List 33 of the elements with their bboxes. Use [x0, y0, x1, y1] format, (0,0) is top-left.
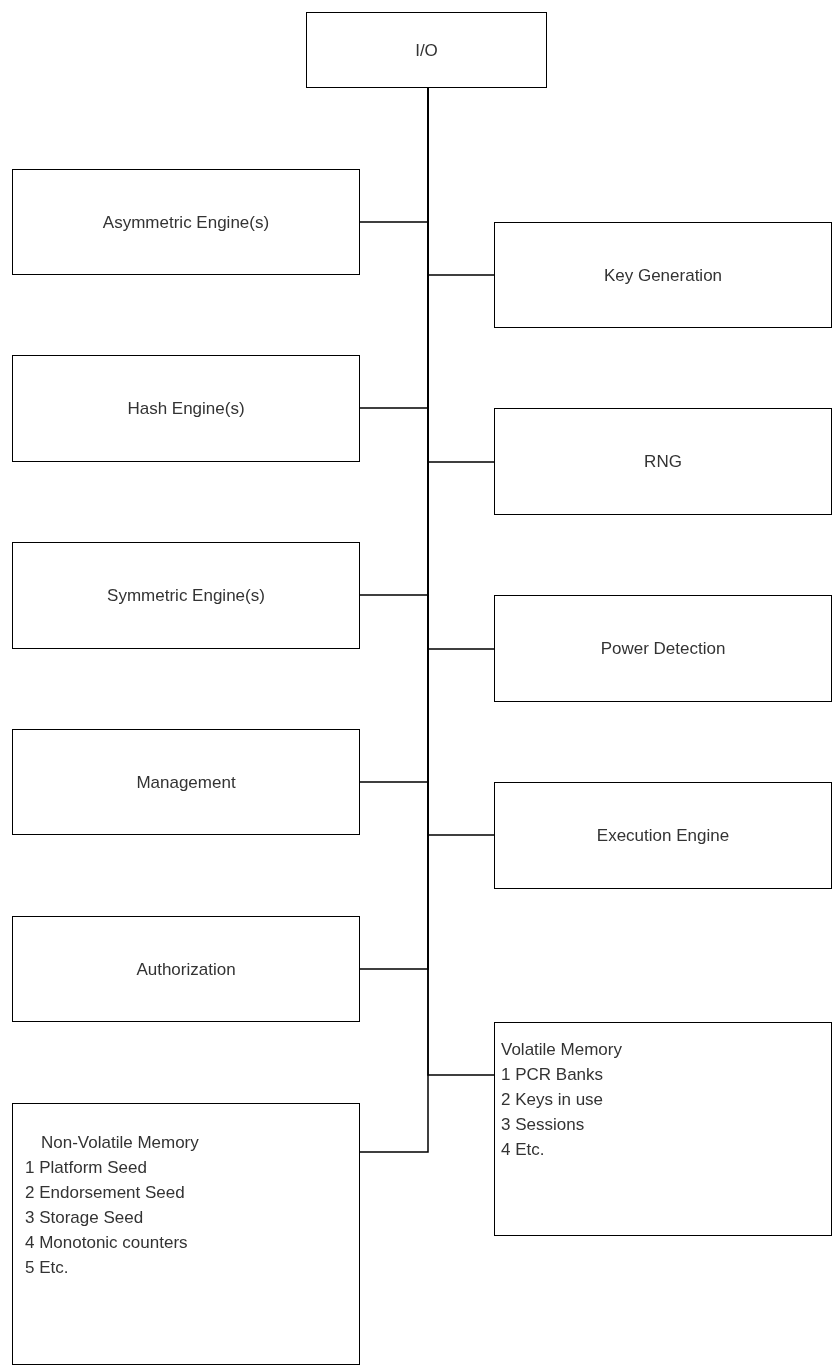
process-box — [12, 916, 360, 1022]
process-box — [12, 729, 360, 835]
list-item: 2 Keys in use — [501, 1089, 604, 1111]
box-label: Symmetric Engine(s) — [107, 585, 265, 607]
box-label: I/O — [415, 39, 438, 62]
box-heading: Non-Volatile Memory — [41, 1132, 199, 1154]
process-box — [306, 12, 547, 88]
list-item: 1 Platform Seed — [25, 1157, 147, 1179]
box-label: Power Detection — [600, 638, 726, 660]
list-item: 3 Storage Seed — [25, 1207, 144, 1229]
process-box — [12, 1103, 360, 1365]
list-item: 4 Monotonic counters — [25, 1232, 188, 1254]
list-item: 5 Etc. — [25, 1257, 69, 1279]
list-item: 1 PCR Banks — [501, 1064, 604, 1086]
process-box — [12, 169, 360, 275]
box-label: Management — [136, 771, 236, 794]
process-box — [12, 355, 360, 462]
process-box — [494, 408, 832, 515]
box-label: Asymmetric Engine(s) — [102, 211, 270, 234]
box-label: Hash Engine(s) — [127, 398, 245, 420]
list-item: 3 Sessions — [501, 1114, 585, 1136]
box-label: Execution Engine — [596, 825, 730, 847]
list-item: 4 Etc. — [501, 1139, 545, 1161]
box-label: RNG — [644, 451, 682, 473]
process-box — [12, 542, 360, 649]
process-box — [494, 222, 832, 328]
process-box — [494, 1022, 832, 1236]
process-box — [494, 595, 832, 702]
box-label: Authorization — [136, 958, 236, 981]
box-label: Key Generation — [603, 264, 723, 287]
process-box — [494, 782, 832, 889]
box-heading: Volatile Memory — [501, 1039, 622, 1061]
list-item: 2 Endorsement Seed — [25, 1182, 185, 1204]
